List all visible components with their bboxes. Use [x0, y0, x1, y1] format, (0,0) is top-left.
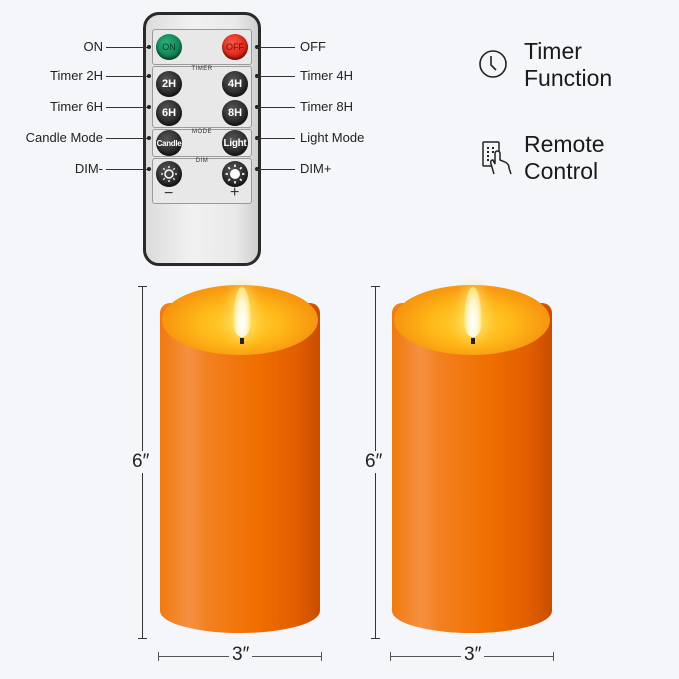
dimension-cap — [321, 652, 322, 661]
width-label: 3″ — [229, 644, 253, 666]
feature-timer-line1: Timer — [524, 38, 582, 64]
feature-remote-title: Remote Control — [524, 131, 605, 185]
mode-panel: MODE Candle Light — [152, 129, 252, 157]
feature-remote-line2: Control — [524, 158, 599, 184]
dimension-cap — [390, 652, 391, 661]
callout-timer-6h: Timer 6H — [50, 99, 103, 114]
callout-dot — [147, 167, 151, 171]
dim-panel: DIM − + — [152, 158, 252, 204]
dim-section-title: DIM — [195, 158, 209, 164]
candle-body — [392, 303, 552, 633]
width-label: 3″ — [461, 644, 485, 666]
feature-timer-line2: Function — [524, 65, 613, 91]
timer-panel: TIMER 2H 4H 6H 8H — [152, 66, 252, 128]
candle-left — [160, 285, 320, 645]
remote-hand-icon — [481, 140, 515, 181]
timer-2h-button[interactable]: 2H — [156, 71, 182, 97]
callout-timer-2h: Timer 2H — [50, 68, 103, 83]
callout-line — [257, 47, 295, 48]
callout-light-mode: Light Mode — [300, 130, 365, 145]
candle-mode-button[interactable]: Candle — [156, 130, 182, 156]
dimension-cap — [138, 286, 147, 287]
dimension-cap — [371, 638, 380, 639]
wick — [240, 338, 244, 344]
height-label: 6″ — [364, 451, 384, 473]
flame-icon — [233, 287, 251, 337]
flame-icon — [464, 287, 482, 337]
sun-small-icon — [161, 166, 177, 182]
height-label: 6″ — [131, 451, 151, 473]
callout-line — [257, 107, 295, 108]
minus-symbol: − — [164, 185, 174, 202]
callout-dim-minus: DIM- — [74, 161, 103, 176]
power-panel: ON OFF — [152, 29, 252, 65]
dim-minus-button[interactable] — [156, 161, 182, 187]
timer-section-title: TIMER — [191, 66, 213, 72]
callout-timer-4h: Timer 4H — [300, 68, 353, 83]
dimension-cap — [371, 286, 380, 287]
callout-line — [106, 107, 149, 108]
callout-dot — [147, 74, 151, 78]
feature-timer-title: Timer Function — [524, 38, 612, 92]
wick — [471, 338, 475, 344]
clock-icon — [478, 49, 508, 84]
callout-line — [106, 47, 149, 48]
dim-plus-button[interactable] — [222, 161, 248, 187]
sun-large-icon — [225, 164, 245, 184]
on-button[interactable]: ON — [156, 34, 182, 60]
callout-dot — [147, 45, 151, 49]
timer-6h-button[interactable]: 6H — [156, 100, 182, 126]
callout-line — [106, 76, 149, 77]
timer-4h-button[interactable]: 4H — [222, 71, 248, 97]
callout-off: OFF — [300, 39, 326, 54]
callout-on: ON — [83, 39, 104, 54]
candle-body — [160, 303, 320, 633]
mode-section-title: MODE — [192, 129, 212, 135]
remote-control: ON OFF TIMER 2H 4H 6H 8H MODE Candle Lig… — [143, 12, 261, 266]
dimension-cap — [138, 638, 147, 639]
callout-dim-plus: DIM+ — [300, 161, 332, 176]
callout-timer-8h: Timer 8H — [300, 99, 353, 114]
light-mode-button[interactable]: Light — [222, 130, 248, 156]
callout-dot — [147, 136, 151, 140]
off-button[interactable]: OFF — [222, 34, 248, 60]
dimension-cap — [553, 652, 554, 661]
callout-candle-mode: Candle Mode — [25, 130, 103, 145]
callout-line — [257, 138, 295, 139]
plus-symbol: + — [230, 184, 240, 201]
callout-line — [106, 169, 149, 170]
callout-dot — [147, 105, 151, 109]
callout-line — [106, 138, 149, 139]
candle-right — [392, 285, 552, 645]
callout-line — [257, 169, 295, 170]
callout-line — [257, 76, 295, 77]
dimension-cap — [158, 652, 159, 661]
feature-remote-line1: Remote — [524, 131, 605, 157]
timer-8h-button[interactable]: 8H — [222, 100, 248, 126]
